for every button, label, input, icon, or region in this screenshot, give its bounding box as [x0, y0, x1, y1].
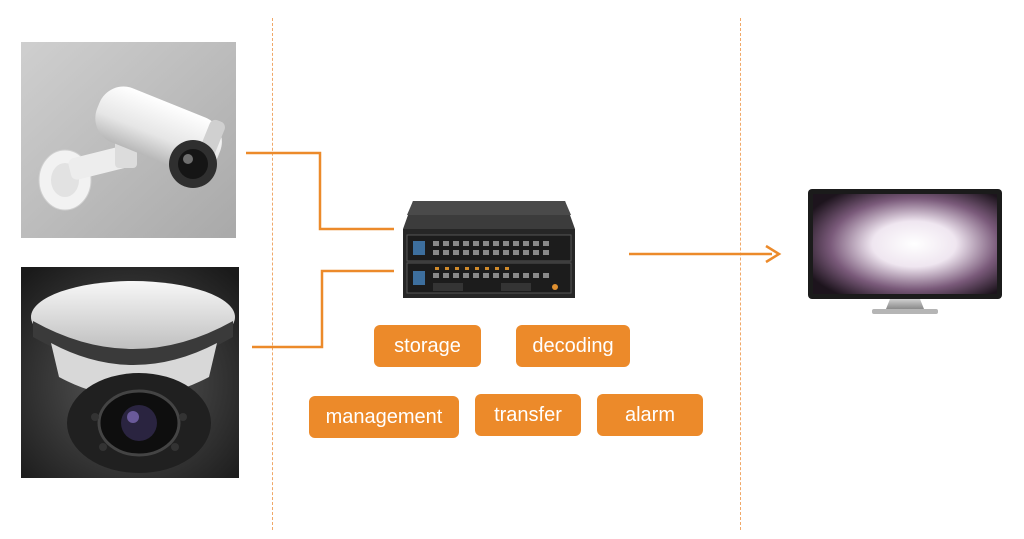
management-tag: management	[309, 396, 459, 438]
output-arrow-head	[765, 244, 782, 264]
right-column-divider	[740, 18, 741, 530]
dome-camera-link	[252, 269, 394, 349]
transfer-tag: transfer	[475, 394, 581, 436]
alarm-tag: alarm	[597, 394, 703, 436]
monitor-icon	[808, 189, 1002, 317]
dome-camera-icon	[21, 267, 239, 478]
bullet-camera-icon	[21, 42, 236, 238]
decoding-tag: decoding	[516, 325, 630, 367]
left-column-divider	[272, 18, 273, 530]
network-video-recorder-icon	[403, 201, 575, 298]
storage-tag: storage	[374, 325, 481, 367]
bullet-camera-link	[246, 151, 394, 231]
